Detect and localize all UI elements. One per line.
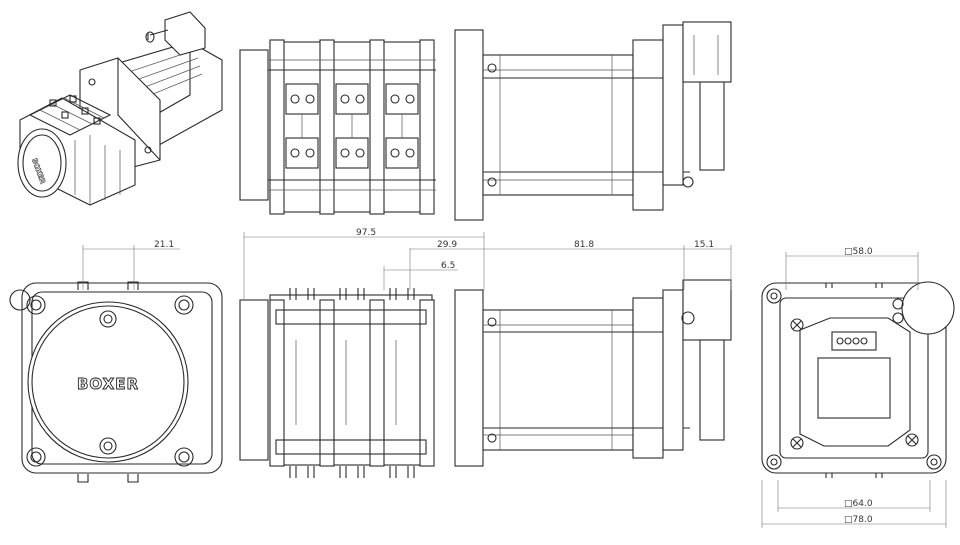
front-view: BOXER [9,281,223,483]
dim-label-21-1: 21.1 [154,240,174,250]
rear-view [761,281,955,478]
dim-label-6-5: 6.5 [441,261,455,271]
dimension-labels: 21.1 97.5 29.9 6.5 81.8 15.1 □58.0 □64.0… [154,228,873,525]
dim-label-29-9: 29.9 [437,240,457,250]
dimension-lines [82,232,947,528]
dim-label-15-1: 15.1 [694,240,714,250]
side-view-bottom [239,279,732,478]
isometric-view: BOXER [17,11,223,206]
front-brand-label: BOXER [77,375,139,393]
dim-label-64-0: □64.0 [844,499,873,509]
dim-label-97-5: 97.5 [356,228,376,238]
dim-label-58-0: □58.0 [844,247,873,257]
dim-label-78-0: □78.0 [844,515,873,525]
terminal-group-top [285,83,419,169]
side-view-top [239,21,732,221]
dim-label-81-8: 81.8 [574,240,594,250]
